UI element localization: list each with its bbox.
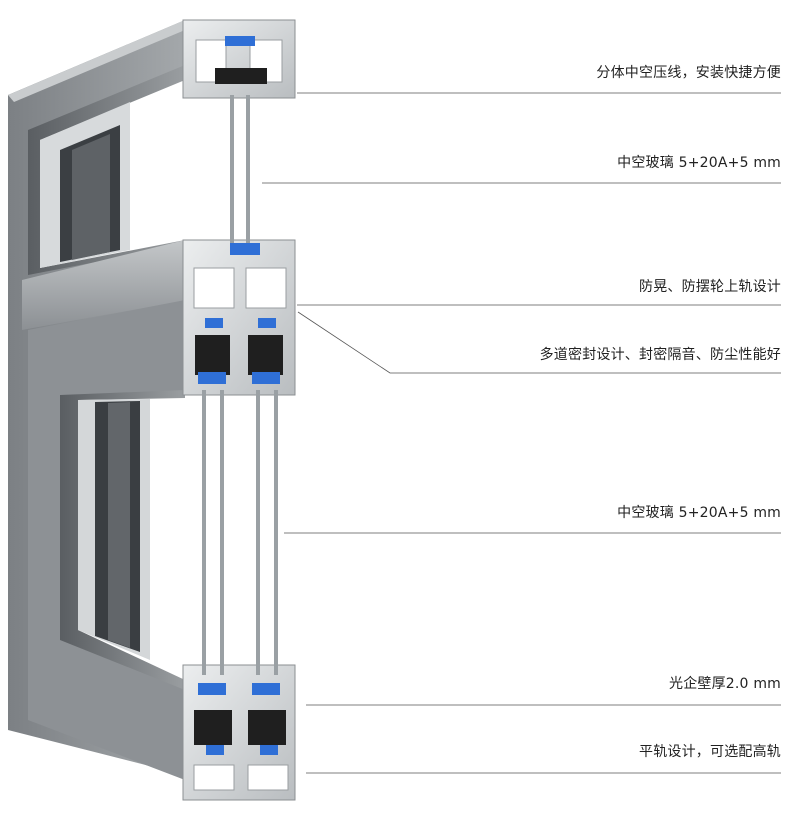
callout-flat-rail: 平轨设计，可选配高轨 (639, 744, 781, 760)
callout-upper-glass: 中空玻璃 5+20A+5 mm (617, 155, 781, 171)
top-profile-section (182, 19, 296, 99)
bottom-profile-section (182, 664, 296, 801)
callout-split-pressing-line: 分体中空压线，安装快捷方便 (596, 65, 781, 81)
upper-glass (230, 95, 250, 243)
callout-wall-thickness: 光企壁厚2.0 mm (669, 676, 781, 692)
lower-glass (202, 390, 278, 675)
callout-multi-seal: 多道密封设计、封密隔音、防尘性能好 (539, 347, 781, 363)
leader-lines (262, 92, 781, 774)
outer-frame (8, 20, 185, 780)
leader-4 (297, 311, 781, 374)
callout-anti-sway-rail: 防晃、防摆轮上轨设计 (639, 279, 781, 295)
middle-profile-section (182, 239, 296, 396)
callout-lower-glass: 中空玻璃 5+20A+5 mm (617, 505, 781, 521)
